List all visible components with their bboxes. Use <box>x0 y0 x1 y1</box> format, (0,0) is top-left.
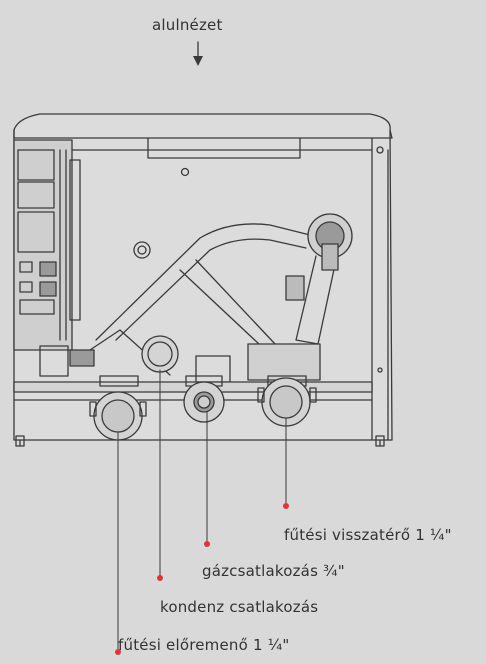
fitting-gas <box>183 375 225 423</box>
leader-lines <box>117 369 287 653</box>
fitting-flow <box>89 375 147 441</box>
view-arrow-icon <box>193 41 203 66</box>
callout-flow: fűtési előremenő 1 ¼" <box>118 636 290 654</box>
callout-return: fűtési visszatérő 1 ¼" <box>284 526 452 544</box>
callout-condensate: kondenz csatlakozás <box>160 598 319 616</box>
control-panel <box>13 139 81 351</box>
internal-pipes <box>39 213 353 383</box>
callout-markers <box>115 503 289 655</box>
callout-gas: gázcsatlakozás ¾" <box>202 562 345 580</box>
fitting-return <box>257 375 317 427</box>
view-label: alulnézet <box>152 16 223 34</box>
